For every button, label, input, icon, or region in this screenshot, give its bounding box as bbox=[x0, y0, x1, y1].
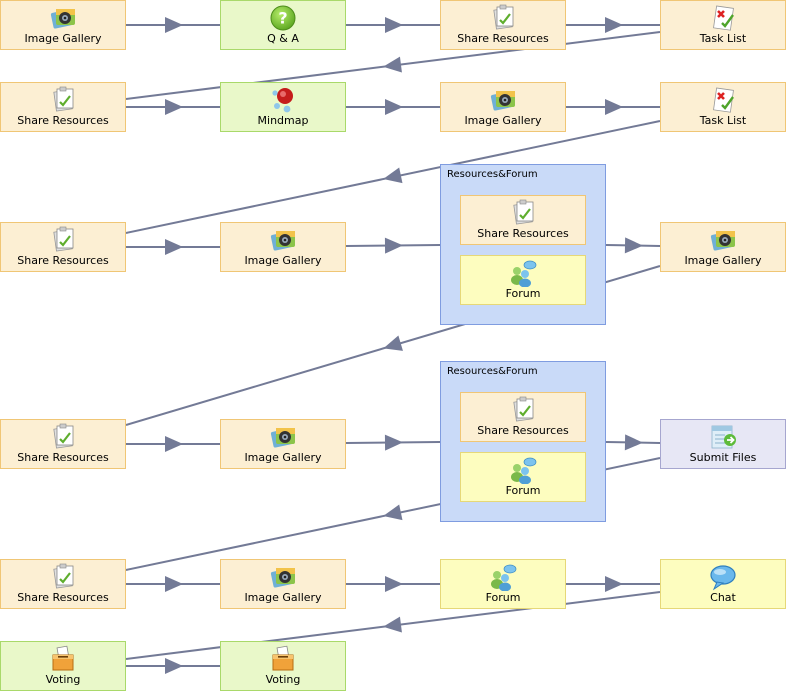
image-gallery-node[interactable]: Image Gallery bbox=[220, 222, 346, 272]
voting-node[interactable]: Voting bbox=[0, 641, 126, 691]
edge-arrowhead bbox=[605, 576, 623, 592]
forum-node[interactable]: Forum bbox=[440, 559, 566, 609]
node-label: Mindmap bbox=[257, 114, 309, 127]
task-list-node[interactable]: Task List bbox=[660, 0, 786, 50]
edge-arrowhead bbox=[383, 504, 403, 521]
share-resources-node[interactable]: Share Resources bbox=[460, 195, 586, 245]
forum-node[interactable]: Forum bbox=[460, 255, 586, 305]
share-resources-node[interactable]: Share Resources bbox=[440, 0, 566, 50]
image-gallery-icon bbox=[269, 423, 297, 451]
node-label: Submit Files bbox=[689, 451, 757, 464]
share-resources-icon bbox=[49, 423, 77, 451]
edge-arrowhead bbox=[385, 576, 403, 592]
share-resources-icon bbox=[509, 396, 537, 424]
edge-arrowhead bbox=[383, 56, 402, 73]
node-label: Share Resources bbox=[457, 32, 549, 45]
edge-arrowhead bbox=[165, 658, 183, 674]
node-label: Image Gallery bbox=[464, 114, 542, 127]
edge-arrowhead bbox=[165, 436, 183, 452]
node-label: Forum bbox=[485, 591, 521, 604]
edge-arrowhead bbox=[165, 239, 183, 255]
share-resources-icon bbox=[49, 563, 77, 591]
forum-icon bbox=[489, 563, 517, 591]
node-label: Forum bbox=[505, 484, 541, 497]
edge-arrowhead bbox=[384, 434, 403, 451]
svg-text:?: ? bbox=[278, 9, 287, 28]
q-and-a-node[interactable]: ? Q & A bbox=[220, 0, 346, 50]
edge-arrowhead bbox=[165, 99, 183, 115]
task-list-icon bbox=[709, 4, 737, 32]
node-label: Share Resources bbox=[477, 424, 569, 437]
image-gallery-node[interactable]: Image Gallery bbox=[220, 419, 346, 469]
node-label: Share Resources bbox=[17, 451, 109, 464]
node-label: Image Gallery bbox=[244, 591, 322, 604]
node-label: Voting bbox=[45, 673, 81, 686]
voting-node[interactable]: Voting bbox=[220, 641, 346, 691]
group-title: Resources&Forum bbox=[447, 366, 538, 377]
node-label: Voting bbox=[265, 673, 301, 686]
chat-node[interactable]: Chat bbox=[660, 559, 786, 609]
share-resources-node[interactable]: Share Resources bbox=[0, 82, 126, 132]
node-label: Image Gallery bbox=[244, 254, 322, 267]
edge-arrowhead bbox=[624, 434, 643, 451]
node-label: Share Resources bbox=[17, 591, 109, 604]
forum-icon bbox=[509, 456, 537, 484]
mindmap-node[interactable]: Mindmap bbox=[220, 82, 346, 132]
edge-arrowhead bbox=[385, 99, 403, 115]
voting-icon bbox=[269, 645, 297, 673]
edge-arrowhead bbox=[605, 17, 623, 33]
node-label: Chat bbox=[710, 591, 736, 604]
mindmap-icon bbox=[269, 86, 297, 114]
resources-forum-group[interactable]: Resources&Forum Share Resources Forum bbox=[440, 164, 606, 325]
node-label: Image Gallery bbox=[244, 451, 322, 464]
submit-files-node[interactable]: Submit Files bbox=[660, 419, 786, 469]
node-label: Task List bbox=[699, 114, 747, 127]
edge-arrowhead bbox=[624, 237, 643, 254]
share-resources-node[interactable]: Share Resources bbox=[0, 222, 126, 272]
node-label: Image Gallery bbox=[24, 32, 102, 45]
image-gallery-node[interactable]: Image Gallery bbox=[440, 82, 566, 132]
edge-arrowhead bbox=[385, 17, 403, 33]
node-label: Share Resources bbox=[17, 114, 109, 127]
submit-files-icon bbox=[709, 423, 737, 451]
image-gallery-icon bbox=[269, 563, 297, 591]
image-gallery-node[interactable]: Image Gallery bbox=[0, 0, 126, 50]
edge-arrowhead bbox=[605, 99, 623, 115]
image-gallery-node[interactable]: Image Gallery bbox=[660, 222, 786, 272]
node-label: Share Resources bbox=[477, 227, 569, 240]
image-gallery-node[interactable]: Image Gallery bbox=[220, 559, 346, 609]
image-gallery-icon bbox=[49, 4, 77, 32]
edge-arrowhead bbox=[165, 17, 183, 33]
forum-node[interactable]: Forum bbox=[460, 452, 586, 502]
edge-arrowhead bbox=[383, 616, 402, 633]
edge-arrowhead bbox=[165, 576, 183, 592]
image-gallery-icon bbox=[269, 226, 297, 254]
share-resources-icon bbox=[49, 86, 77, 114]
image-gallery-icon bbox=[709, 226, 737, 254]
node-label: Q & A bbox=[267, 32, 299, 45]
node-label: Task List bbox=[699, 32, 747, 45]
share-resources-node[interactable]: Share Resources bbox=[0, 419, 126, 469]
share-resources-node[interactable]: Share Resources bbox=[0, 559, 126, 609]
edge-arrowhead bbox=[384, 237, 403, 254]
share-resources-icon bbox=[49, 226, 77, 254]
group-title: Resources&Forum bbox=[447, 169, 538, 180]
task-list-icon bbox=[709, 86, 737, 114]
edge-arrowhead bbox=[383, 335, 403, 351]
task-list-node[interactable]: Task List bbox=[660, 82, 786, 132]
node-label: Share Resources bbox=[17, 254, 109, 267]
forum-icon bbox=[509, 259, 537, 287]
resources-forum-group[interactable]: Resources&Forum Share Resources Forum bbox=[440, 361, 606, 522]
chat-icon bbox=[709, 563, 737, 591]
share-resources-icon bbox=[509, 199, 537, 227]
edge-arrowhead bbox=[383, 167, 403, 184]
voting-icon bbox=[49, 645, 77, 673]
node-label: Image Gallery bbox=[684, 254, 762, 267]
share-resources-icon bbox=[489, 4, 517, 32]
share-resources-node[interactable]: Share Resources bbox=[460, 392, 586, 442]
node-label: Forum bbox=[505, 287, 541, 300]
image-gallery-icon bbox=[489, 86, 517, 114]
question-icon: ? bbox=[269, 4, 297, 32]
